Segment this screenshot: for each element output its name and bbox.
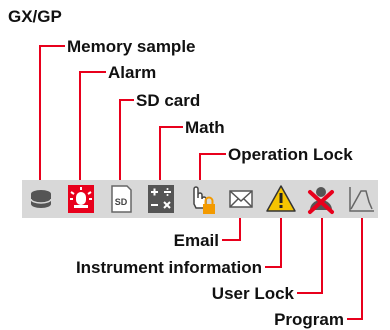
status-icon-bar: SD xyxy=(22,180,378,218)
leader-operation-lock xyxy=(199,153,226,184)
label-operation-lock: Operation Lock xyxy=(228,145,353,164)
leader-sd-card xyxy=(119,99,134,184)
leader-program xyxy=(347,214,363,320)
page-title: GX/GP xyxy=(8,7,62,26)
program-icon xyxy=(349,187,374,212)
math-icon xyxy=(148,185,174,213)
leader-math xyxy=(159,126,183,184)
label-program: Program xyxy=(274,310,344,329)
leader-memory-sample xyxy=(39,45,65,196)
alarm-icon xyxy=(68,185,94,213)
leader-user-lock xyxy=(297,214,323,294)
leader-email xyxy=(222,214,241,241)
label-sd-card: SD card xyxy=(136,91,201,110)
svg-text:SD: SD xyxy=(115,197,128,207)
instrument-information-icon xyxy=(266,185,296,212)
email-icon xyxy=(229,190,253,208)
memory-sample-icon xyxy=(30,190,52,208)
label-instrument-information: Instrument information xyxy=(75,258,262,277)
label-alarm: Alarm xyxy=(108,63,157,82)
label-memory-sample: Memory sample xyxy=(67,37,196,56)
label-math: Math xyxy=(185,118,225,137)
sd-card-icon: SD xyxy=(111,185,132,213)
operation-lock-icon xyxy=(193,186,215,214)
leader-alarm xyxy=(79,71,106,184)
leader-instrument-information xyxy=(265,214,282,268)
label-user-lock: User Lock xyxy=(211,284,294,303)
user-lock-icon xyxy=(308,187,334,214)
label-email: Email xyxy=(173,231,219,250)
